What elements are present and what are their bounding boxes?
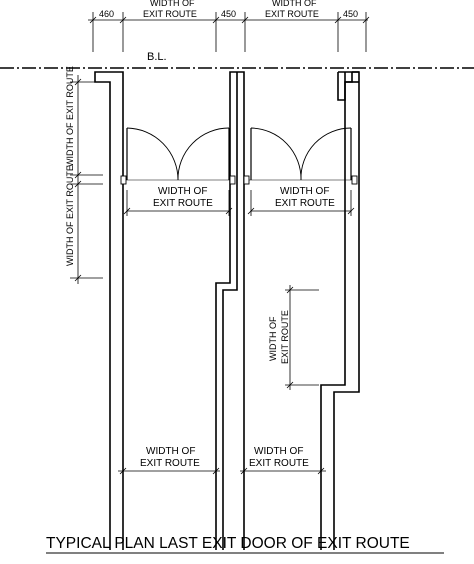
bottom-dimension-right	[240, 463, 326, 477]
top-dim-450-b: 450	[343, 9, 358, 19]
center-wall-1-inner	[222, 72, 238, 550]
left-outer-wall	[94, 71, 124, 550]
left-dim-upper-label: WIDTH OF EXIT ROUTE	[65, 66, 75, 167]
door-dimension-left	[123, 190, 233, 216]
top-dim-width-2-line2: EXIT ROUTE	[265, 9, 319, 19]
inner-vertical-dimension	[285, 285, 319, 390]
door-dim-left-line2: EXIT ROUTE	[153, 198, 213, 209]
walls	[94, 71, 360, 550]
top-dim-width-1-line1: WIDTH OF	[150, 0, 195, 8]
inner-dim-line2: EXIT ROUTE	[280, 310, 290, 364]
top-dimension-chain	[88, 12, 370, 52]
door-dim-right-line2: EXIT ROUTE	[275, 198, 335, 209]
top-dim-460: 460	[99, 9, 114, 19]
door-dimension-right	[247, 190, 355, 216]
right-wall	[320, 72, 353, 550]
door-dim-right-line1: WIDTH OF	[280, 186, 329, 197]
door-left	[120, 127, 236, 185]
top-dim-width-1-line2: EXIT ROUTE	[143, 9, 197, 19]
left-vertical-dimensions	[70, 75, 103, 284]
center-wall-2	[237, 71, 245, 550]
building-line-label: B.L.	[147, 51, 167, 63]
top-dim-width-2-line1: WIDTH OF	[272, 0, 317, 8]
center-wall-1	[215, 71, 237, 550]
right-wall-back	[333, 71, 360, 550]
door-dim-left-line1: WIDTH OF	[158, 186, 207, 197]
door-right	[243, 127, 358, 185]
drawing-title: TYPICAL PLAN LAST EXIT DOOR OF EXIT ROUT…	[46, 535, 410, 552]
bottom-dim-right-line1: WIDTH OF	[254, 446, 303, 457]
right-wall-outer	[337, 72, 346, 101]
bottom-dim-left-line1: WIDTH OF	[146, 446, 195, 457]
bottom-dim-right-line2: EXIT ROUTE	[249, 458, 309, 469]
left-dim-lower-label: WIDTH OF EXIT ROUTE	[65, 165, 75, 266]
inner-dim-line1: WIDTH OF	[268, 316, 278, 361]
bottom-dimension-left	[118, 463, 220, 477]
bottom-dim-left-line2: EXIT ROUTE	[140, 458, 200, 469]
top-dim-450-a: 450	[221, 9, 236, 19]
